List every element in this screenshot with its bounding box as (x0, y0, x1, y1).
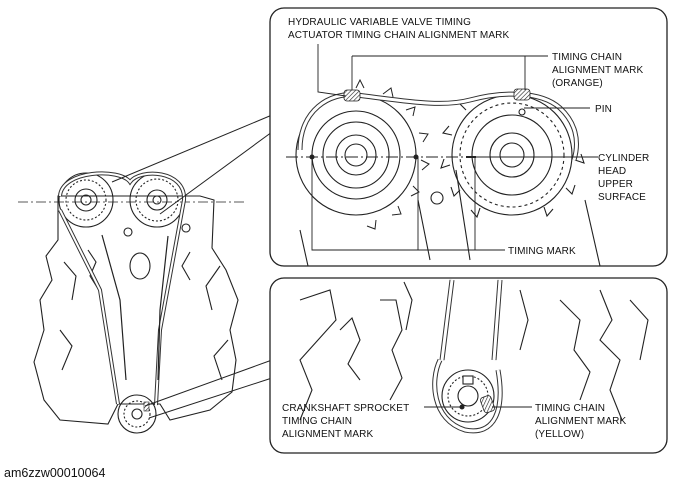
orange-mark-label-line1: TIMING CHAIN (552, 52, 622, 63)
cyl-head-label-line3: UPPER (598, 179, 633, 190)
orange-mark-label-line2: ALIGNMENT MARK (552, 65, 643, 76)
figure-id-caption: am6zzw00010064 (4, 466, 106, 480)
crank-label-line1: CRANKSHAFT SPROCKET (282, 403, 409, 414)
crank-label-line2: TIMING CHAIN (282, 416, 352, 427)
cyl-head-label-line1: CYLINDER (598, 153, 649, 164)
engine-overview (18, 171, 244, 434)
timing-mark-label: TIMING MARK (508, 246, 576, 257)
crank-detail-box: CRANKSHAFT SPROCKET TIMING CHAIN ALIGNME… (269, 277, 668, 454)
actuator-mark-label-line2: ACTUATOR TIMING CHAIN ALIGNMENT MARK (288, 30, 509, 41)
cyl-head-label-line4: SURFACE (598, 192, 646, 203)
callout-lines (111, 114, 273, 419)
yellow-mark-label-line1: TIMING CHAIN (535, 403, 605, 414)
orange-mark-label-line3: (ORANGE) (552, 78, 603, 89)
yellow-mark-label-line2: ALIGNMENT MARK (535, 416, 626, 427)
actuator-mark-label-line1: HYDRAULIC VARIABLE VALVE TIMING (288, 17, 471, 28)
cyl-head-label-line2: HEAD (598, 166, 626, 177)
pin-label: PIN (595, 104, 612, 115)
cam-detail-box: HYDRAULIC VARIABLE VALVE TIMING ACTUATOR… (269, 7, 668, 267)
yellow-mark-label-line3: (YELLOW) (535, 429, 584, 440)
crank-label-line3: ALIGNMENT MARK (282, 429, 373, 440)
